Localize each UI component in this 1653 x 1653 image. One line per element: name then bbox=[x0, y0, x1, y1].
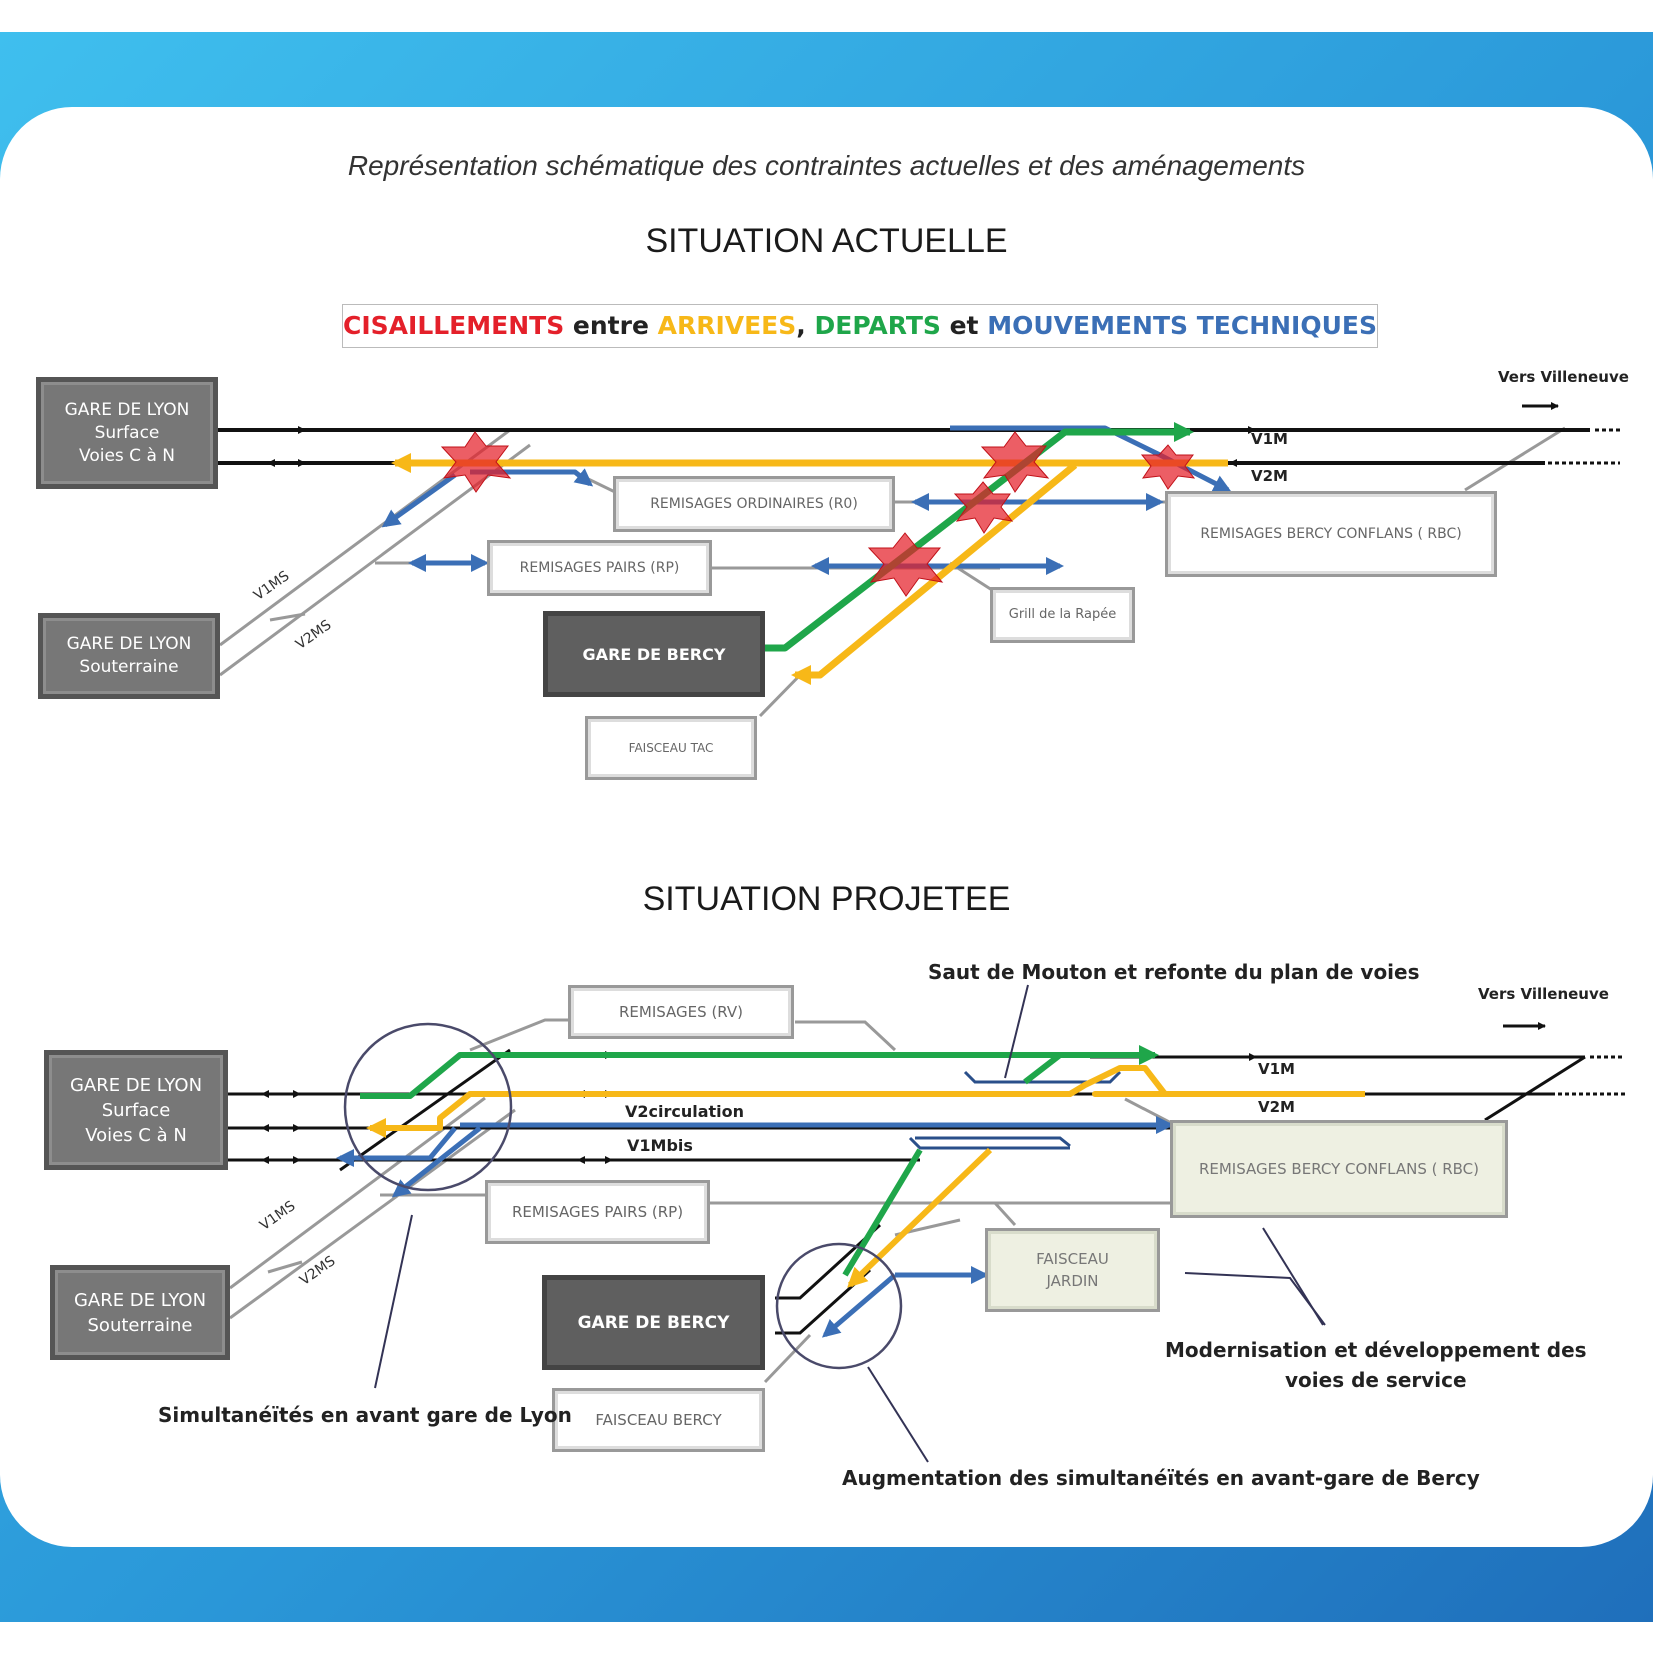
gare-lyon-souterraine-projetee: GARE DE LYON Souterraine bbox=[50, 1265, 230, 1360]
gare-lyon-surface-projetee-line2: Surface bbox=[101, 1099, 171, 1121]
remisages-bercy-conflans-box-actuelle: REMISAGES BERCY CONFLANS ( RBC) bbox=[1165, 491, 1497, 577]
faisceau-bercy-box: FAISCEAU BERCY bbox=[552, 1388, 765, 1452]
gare-lyon-souterraine-projetee-line1: GARE DE LYON bbox=[73, 1289, 207, 1311]
vers-villeneuve-projetee: Vers Villeneuve bbox=[1478, 985, 1609, 1003]
annotation-simultaneites-lyon: Simultanéïtés en avant gare de Lyon bbox=[158, 1403, 572, 1427]
vers-villeneuve-actuelle: Vers Villeneuve bbox=[1498, 368, 1629, 386]
annotation-modernisation-line1: Modernisation et développement des bbox=[1165, 1338, 1587, 1362]
gare-lyon-souterraine-actuelle-line1: GARE DE LYON bbox=[66, 634, 192, 654]
remisages-pairs-box-projetee: REMISAGES PAIRS (RP) bbox=[485, 1180, 710, 1244]
faisceau-jardin-line2: JARDIN bbox=[1046, 1272, 1099, 1290]
gare-lyon-souterraine-actuelle-line2: Souterraine bbox=[79, 657, 179, 677]
faisceau-jardin-box: FAISCEAU JARDIN bbox=[985, 1228, 1160, 1312]
simultaneite-circles bbox=[343, 1022, 903, 1370]
legend-cisaillements: CISAILLEMENTS bbox=[343, 311, 565, 340]
annotation-modernisation: Modernisation et développement des voies… bbox=[1165, 1335, 1587, 1395]
gare-lyon-surface-actuelle-line3: Voies C à N bbox=[79, 445, 175, 466]
gare-lyon-surface-projetee: GARE DE LYON Surface Voies C à N bbox=[44, 1050, 228, 1170]
v2m-label-projetee: V2M bbox=[1258, 1098, 1295, 1116]
legend-departs: DEPARTS bbox=[805, 311, 941, 340]
section-title-projetee: SITUATION PROJETEE bbox=[642, 880, 1011, 918]
v2circulation-label: V2circulation bbox=[625, 1102, 745, 1121]
cisaillement-bursts bbox=[440, 431, 1196, 597]
faisceau-jardin-line1: FAISCEAU bbox=[1036, 1250, 1109, 1268]
v1mbis-label: V1Mbis bbox=[627, 1136, 693, 1155]
gare-lyon-surface-actuelle: GARE DE LYON Surface Voies C à N bbox=[36, 377, 218, 489]
annotation-saut-de-mouton: Saut de Mouton et refonte du plan de voi… bbox=[928, 960, 1420, 984]
annotation-modernisation-line2: voies de service bbox=[1285, 1368, 1467, 1392]
section-title-actuelle: SITUATION ACTUELLE bbox=[645, 222, 1008, 260]
legend-comma: , bbox=[796, 311, 806, 340]
v1m-label-actuelle: V1M bbox=[1251, 430, 1288, 448]
page-subtitle: Représentation schématique des contraint… bbox=[347, 150, 1306, 181]
legend-entre: entre bbox=[564, 311, 658, 340]
gare-lyon-surface-projetee-line1: GARE DE LYON bbox=[69, 1074, 203, 1096]
legend-box: CISAILLEMENTS entre ARRIVEES, DEPARTS et… bbox=[342, 304, 1378, 348]
gare-bercy-actuelle: GARE DE BERCY bbox=[543, 611, 765, 697]
annotation-augmentation-bercy: Augmentation des simultanéïtés en avant-… bbox=[842, 1466, 1480, 1490]
gare-lyon-souterraine-actuelle: GARE DE LYON Souterraine bbox=[38, 613, 220, 699]
gare-lyon-surface-actuelle-line2: Surface bbox=[94, 422, 160, 443]
faisceau-tac-box: FAISCEAU TAC bbox=[585, 716, 757, 780]
remisages-rv-box: REMISAGES (RV) bbox=[568, 985, 794, 1039]
v1m-label-projetee: V1M bbox=[1258, 1060, 1295, 1078]
v2m-label-actuelle: V2M bbox=[1251, 467, 1288, 485]
legend-mouvements: MOUVEMENTS TECHNIQUES bbox=[987, 311, 1377, 340]
remisages-bercy-conflans-box-projetee: REMISAGES BERCY CONFLANS ( RBC) bbox=[1170, 1120, 1508, 1218]
legend-et: et bbox=[940, 311, 988, 340]
legend-arrivees: ARRIVEES bbox=[657, 311, 797, 340]
remisages-ordinaires-box: REMISAGES ORDINAIRES (R0) bbox=[613, 476, 895, 532]
gare-bercy-projetee: GARE DE BERCY bbox=[542, 1275, 765, 1370]
gare-lyon-surface-projetee-line3: Voies C à N bbox=[85, 1124, 187, 1146]
grill-rapee-box: Grill de la Rapée bbox=[990, 587, 1135, 643]
gare-lyon-souterraine-projetee-line2: Souterraine bbox=[87, 1314, 193, 1336]
gare-lyon-surface-actuelle-line1: GARE DE LYON bbox=[64, 399, 190, 420]
remisages-pairs-box-actuelle: REMISAGES PAIRS (RP) bbox=[487, 540, 712, 596]
